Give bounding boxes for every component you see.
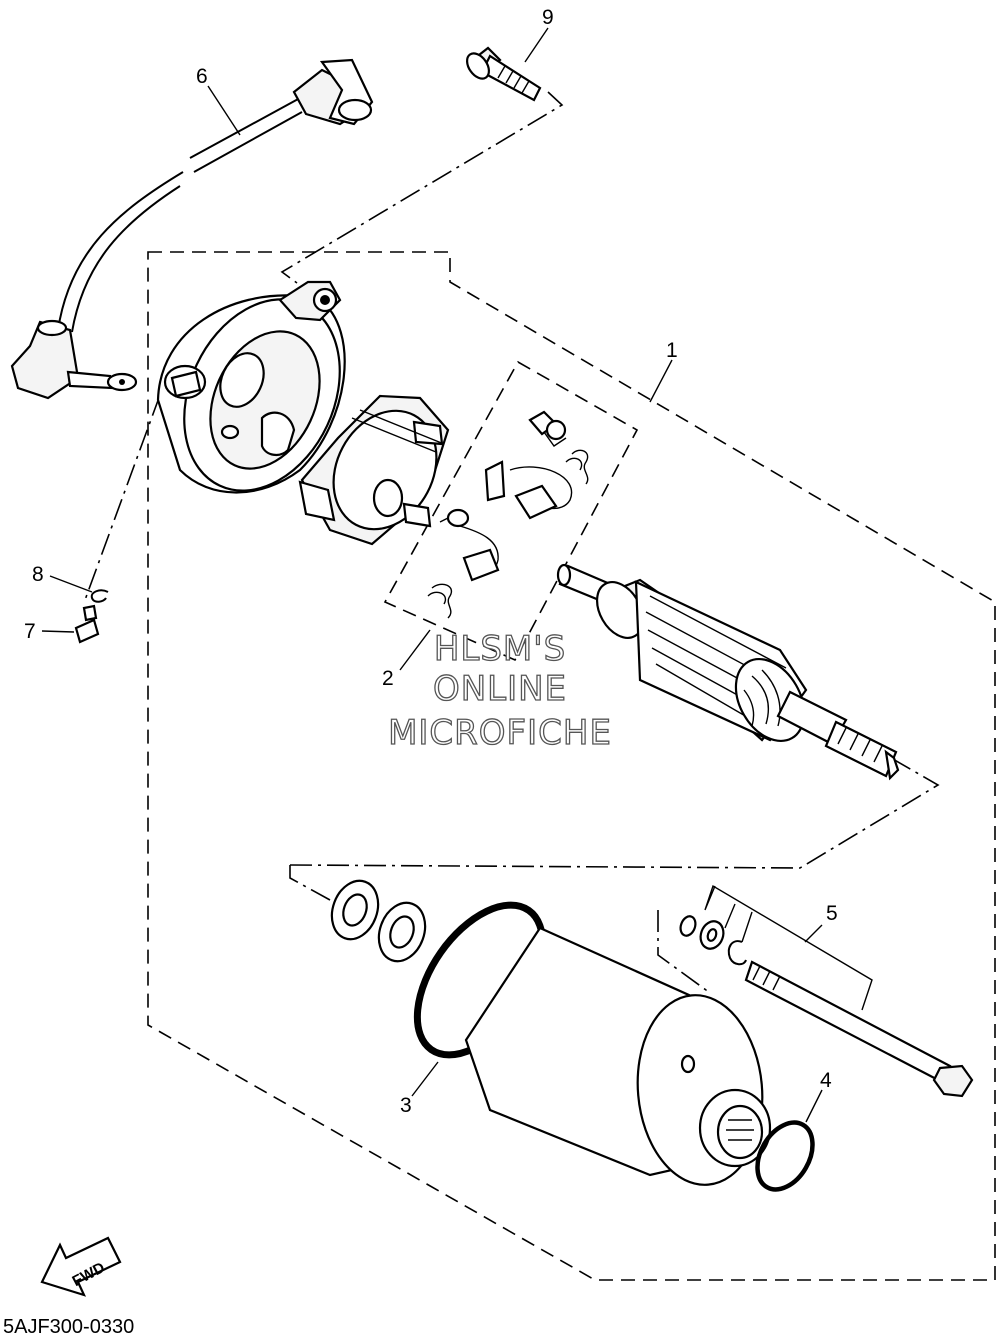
callout-9-leader xyxy=(524,27,549,63)
screw-leader-line xyxy=(657,910,707,1075)
callout-6: 6 xyxy=(196,65,208,88)
assembly-boundary xyxy=(147,251,996,1281)
screw-part-7 xyxy=(74,604,100,644)
armature xyxy=(556,563,900,781)
washer-part-8 xyxy=(90,589,109,603)
callout-1: 1 xyxy=(666,339,678,362)
callout-2-leader xyxy=(399,629,431,671)
brush-set-part-2 xyxy=(427,410,589,619)
lead-wire-part-6 xyxy=(10,58,374,400)
callout-4-leader xyxy=(805,1089,823,1123)
callout-3: 3 xyxy=(400,1094,412,1117)
watermark-line-1: HLSM'S xyxy=(434,629,566,669)
watermark-line-2: ONLINE xyxy=(433,669,567,709)
brush-holder xyxy=(298,394,450,546)
fwd-arrow-icon: FWD xyxy=(40,1236,122,1297)
callout-8: 8 xyxy=(32,563,44,586)
armature-leader-line-2 xyxy=(289,865,331,901)
bolt-part-9 xyxy=(465,46,542,102)
watermark-line-3: MICROFICHE xyxy=(388,713,612,753)
callout-7-leader xyxy=(41,630,75,633)
callout-2: 2 xyxy=(382,667,394,690)
callout-3-leader xyxy=(411,1061,439,1097)
yoke-body xyxy=(464,926,772,1186)
brush-set-boundary xyxy=(383,360,639,662)
callout-5: 5 xyxy=(826,902,838,925)
callout-8-leader xyxy=(49,575,93,593)
callout-1-leader xyxy=(649,359,673,403)
callout-9: 9 xyxy=(542,6,554,29)
callout-7: 7 xyxy=(24,620,36,643)
bolt-set-part-5 xyxy=(679,915,974,1098)
washers xyxy=(330,879,427,963)
callout-5-leader xyxy=(704,884,873,1011)
callout-4: 4 xyxy=(820,1069,832,1092)
rear-cover-housing xyxy=(156,280,346,494)
drawing-code: 5AJF300-0330 xyxy=(3,1316,134,1338)
callout-6-leader xyxy=(207,85,241,136)
bolt-leader-line xyxy=(280,91,564,284)
o-ring-part-4 xyxy=(755,1120,815,1192)
